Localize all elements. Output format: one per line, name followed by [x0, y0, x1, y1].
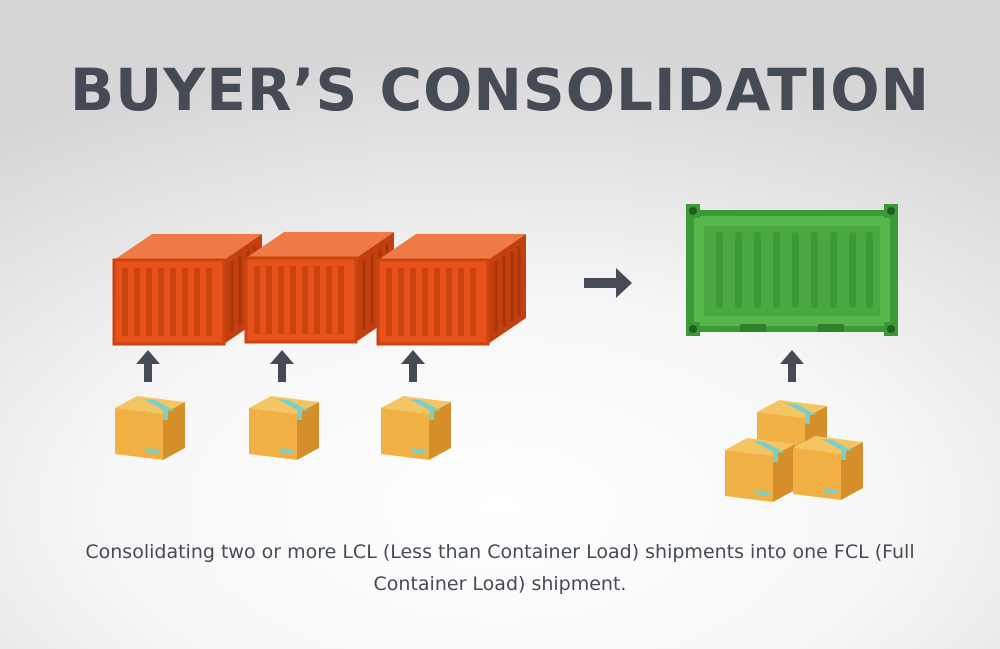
fcl-box-left — [725, 438, 795, 502]
lcl-container-2 — [244, 230, 396, 344]
lcl-container-1 — [112, 232, 264, 346]
fcl-container — [686, 204, 898, 336]
lcl-container-3 — [376, 232, 528, 346]
lcl-box-3 — [381, 396, 451, 460]
caption-text: Consolidating two or more LCL (Less than… — [85, 541, 915, 595]
page-title: BUYER’S CONSOLIDATION — [69, 56, 931, 124]
arrow-up-icon — [136, 350, 160, 382]
lcl-box-2 — [249, 396, 319, 460]
arrow-up-icon — [780, 350, 804, 382]
arrow-up-icon — [401, 350, 425, 382]
arrow-right-icon — [584, 268, 632, 298]
fcl-box-right — [793, 436, 863, 500]
arrow-up-icon — [270, 350, 294, 382]
lcl-box-1 — [115, 396, 185, 460]
